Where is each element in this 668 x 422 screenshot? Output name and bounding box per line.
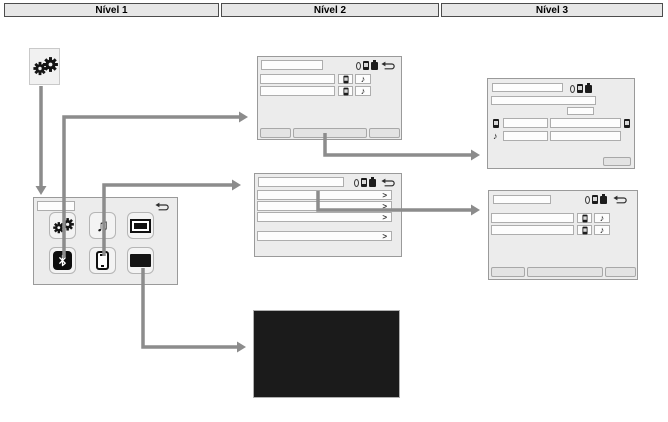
media-option-box[interactable] (503, 131, 548, 141)
gears-icon (32, 57, 58, 76)
header-level-1: Nível 1 (4, 3, 219, 17)
display-on-icon (130, 218, 151, 233)
device-row[interactable] (491, 213, 574, 223)
status-icons (585, 194, 607, 204)
header-level-2-label: Nível 2 (313, 4, 347, 16)
menu-row[interactable]: > (257, 231, 392, 241)
return-icon[interactable] (381, 61, 397, 71)
phone-icon (493, 119, 499, 128)
phone-status-icon (361, 178, 367, 187)
phone-icon (581, 214, 588, 222)
menu-row[interactable]: > (257, 190, 392, 200)
menu-row[interactable]: > (257, 212, 392, 222)
menu-row[interactable]: > (257, 201, 392, 211)
confirm-button[interactable] (603, 157, 631, 166)
device-phone-cell[interactable] (577, 225, 592, 235)
phone-option-box[interactable] (503, 118, 548, 128)
device-media-cell[interactable]: ♪ (355, 86, 371, 96)
music-note-icon: ♪ (360, 85, 366, 96)
battery-status-icon (369, 177, 376, 187)
return-icon[interactable] (155, 202, 171, 212)
smartphone-icon (96, 251, 109, 270)
music-note-icon: ♪ (360, 73, 366, 84)
main-menu-title-box (37, 201, 75, 211)
bluetooth-status-icon (356, 62, 361, 70)
battery-status-icon (600, 194, 607, 204)
chevron-right-icon: > (382, 212, 387, 222)
phone-status-icon (363, 61, 369, 70)
phone-icon (624, 119, 630, 128)
device-row[interactable] (491, 225, 574, 235)
status-icons (356, 60, 378, 70)
bluetooth-devices-screen: ♪ ♪ (257, 56, 402, 140)
device-media-cell[interactable]: ♪ (594, 213, 610, 223)
bottom-button[interactable] (293, 128, 367, 138)
main-menu-phone-button[interactable] (89, 247, 116, 274)
chevron-right-icon: > (382, 231, 387, 241)
device-details-screen: ♪ (487, 78, 635, 169)
header-level-3: Nível 3 (441, 3, 663, 17)
device-media-cell[interactable]: ♪ (594, 225, 610, 235)
device-name-bar (491, 96, 596, 105)
bottom-button[interactable] (491, 267, 525, 277)
return-icon[interactable] (613, 195, 629, 205)
main-menu-bluetooth-button[interactable] (49, 247, 76, 274)
music-notes-icon: ♫ (96, 216, 109, 235)
device-media-cell[interactable]: ♪ (355, 74, 371, 84)
main-menu-media-button[interactable]: ♫ (89, 212, 116, 239)
device-phone-cell[interactable] (338, 74, 353, 84)
screen-off (253, 310, 400, 398)
phone-option-box-wide[interactable] (550, 118, 621, 128)
bottom-button[interactable] (605, 267, 636, 277)
phone-status-icon (577, 84, 583, 93)
return-icon[interactable] (381, 178, 397, 188)
gears-icon (52, 217, 74, 233)
main-menu-display-on-button[interactable] (127, 212, 154, 239)
bottom-button[interactable] (527, 267, 603, 277)
main-menu-settings-button[interactable] (49, 212, 76, 239)
media-option-box-wide[interactable] (550, 131, 621, 141)
screen-title-box (258, 177, 344, 187)
screen-title-box (492, 83, 563, 92)
battery-status-icon (585, 83, 592, 93)
settings-entry-box (29, 48, 60, 85)
music-note-icon: ♪ (493, 131, 498, 141)
paired-devices-screen: ♪ ♪ (488, 190, 638, 280)
music-note-icon: ♪ (599, 224, 605, 235)
phone-icon (342, 87, 349, 95)
phone-icon (342, 75, 349, 83)
main-menu-screen: ♫ (33, 197, 178, 285)
bluetooth-status-icon (585, 196, 590, 204)
device-row[interactable] (260, 86, 335, 96)
bottom-button[interactable] (260, 128, 291, 138)
device-row[interactable] (260, 74, 335, 84)
bluetooth-icon (53, 251, 72, 270)
display-off-icon (130, 254, 151, 267)
chevron-right-icon: > (382, 190, 387, 200)
screen-title-box (261, 60, 323, 70)
device-phone-cell[interactable] (338, 86, 353, 96)
status-icons (354, 177, 376, 187)
music-note-icon: ♪ (599, 212, 605, 223)
phone-status-icon (592, 195, 598, 204)
phone-icon (581, 226, 588, 234)
device-phone-cell[interactable] (577, 213, 592, 223)
small-value-box (567, 107, 594, 115)
header-level-1-label: Nível 1 (95, 4, 128, 16)
header-level-2: Nível 2 (221, 3, 439, 17)
header-level-3-label: Nível 3 (535, 4, 569, 16)
bluetooth-status-icon (570, 85, 575, 93)
chevron-right-icon: > (382, 201, 387, 211)
battery-status-icon (371, 60, 378, 70)
main-menu-display-off-button[interactable] (127, 247, 154, 274)
bottom-button[interactable] (369, 128, 400, 138)
phone-list-screen: > > > > (254, 173, 402, 257)
status-icons (570, 83, 592, 93)
bluetooth-status-icon (354, 179, 359, 187)
screen-title-box (493, 195, 551, 204)
